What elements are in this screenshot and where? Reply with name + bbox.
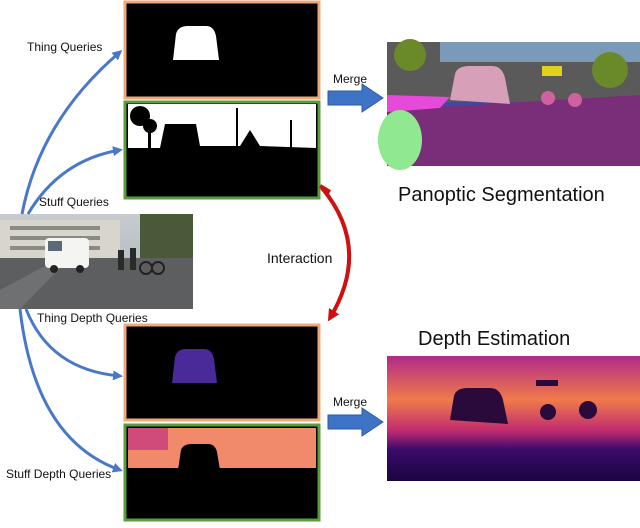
depth-estimation-title: Depth Estimation (418, 328, 571, 350)
interaction-label: Interaction (267, 250, 333, 266)
depth-result-image (387, 356, 640, 481)
input-image (0, 214, 193, 309)
stuff-depth-panel (123, 423, 321, 522)
thing-queries-label: Thing Queries (27, 40, 103, 54)
query-arrows (18, 50, 123, 473)
thing-depth-panel (123, 323, 321, 422)
panoptic-result-image (378, 39, 640, 170)
merge-bottom-label: Merge (333, 395, 368, 409)
stuff-queries-label: Stuff Queries (39, 195, 109, 209)
panoptic-segmentation-title: Panoptic Segmentation (398, 184, 605, 206)
interaction-arrow (320, 186, 352, 322)
thing-depth-queries-label: Thing Depth Queries (37, 311, 148, 325)
stuff-depth-queries-label: Stuff Depth Queries (6, 467, 112, 481)
merge-arrow-bottom (327, 407, 384, 437)
merge-arrow-top (327, 83, 384, 113)
merge-top-label: Merge (333, 72, 368, 86)
interaction-arrow-tail (318, 184, 332, 194)
stuff-mask-panel (123, 100, 321, 200)
thing-mask-panel (123, 0, 321, 100)
